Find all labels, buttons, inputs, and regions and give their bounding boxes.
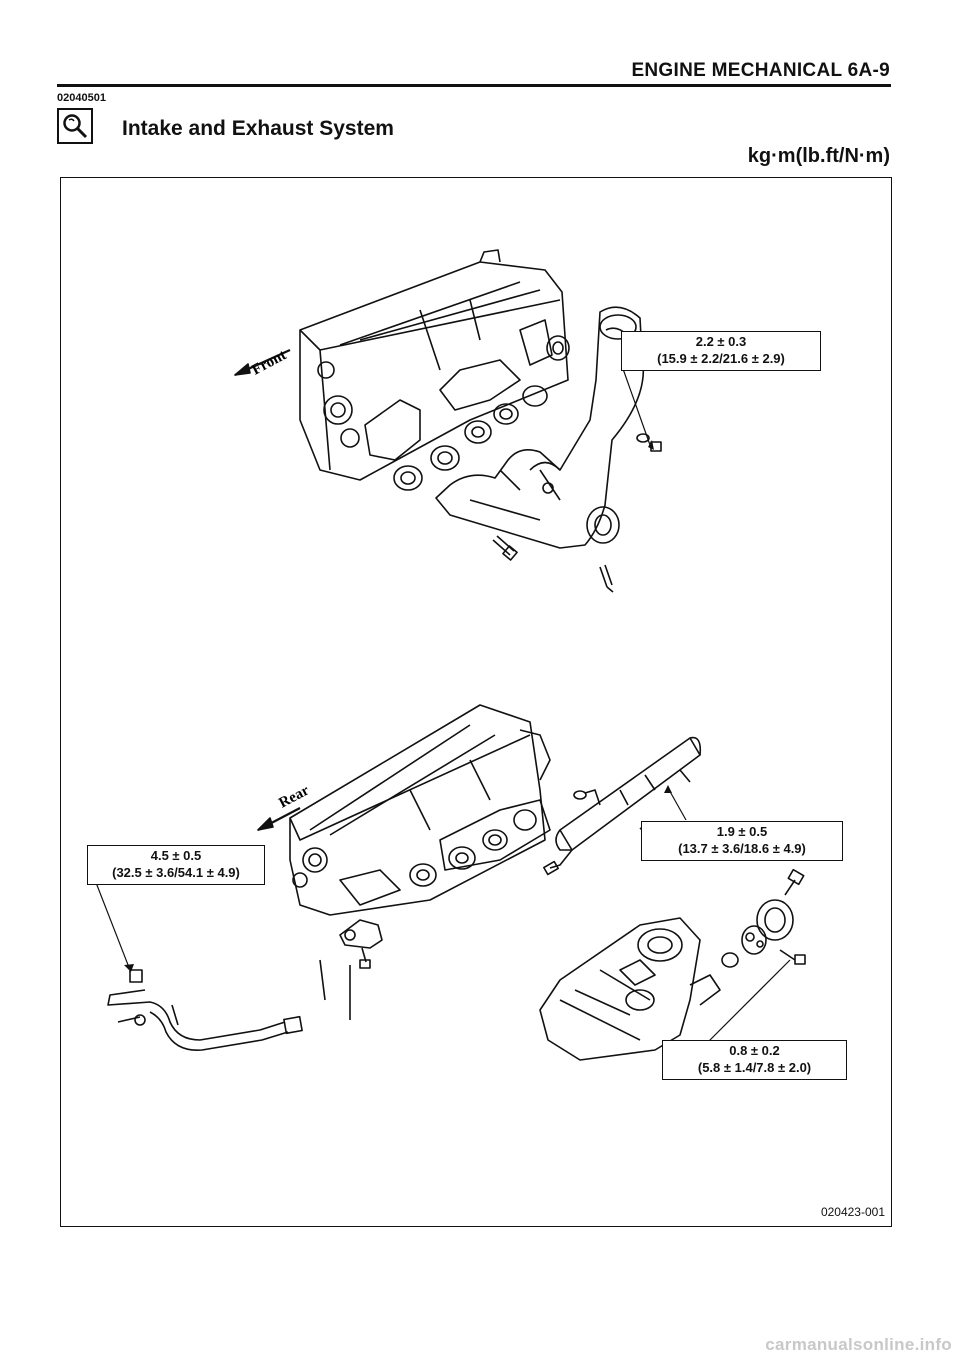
engine-illustration: Front xyxy=(94,249,806,1061)
page-header-title: ENGINE MECHANICAL 6A-9 xyxy=(631,60,890,81)
magnifier-inspection-icon xyxy=(57,108,93,144)
watermark: carmanualsonline.info xyxy=(765,1335,952,1354)
torque-units: kg·m(lb.ft/N·m) xyxy=(747,145,890,167)
egr-valve xyxy=(721,868,806,968)
section-code: 02040501 xyxy=(57,92,106,104)
torque-spec-value: 2.2 ± 0.3 xyxy=(695,334,747,349)
exhaust-bolts xyxy=(492,433,662,593)
torque-spec-exhaust-nut: 2.2 ± 0.3 (15.9 ± 2.2/21.6 ± 2.9) xyxy=(621,331,821,371)
leader-line-egr-valve xyxy=(699,959,791,1051)
exhaust-manifold xyxy=(435,306,645,549)
torque-spec-value: 0.8 ± 0.2 xyxy=(729,1043,780,1058)
leader-line-fuel-rail xyxy=(667,787,687,821)
header-rule xyxy=(57,84,891,87)
torque-spec-value: 1.9 ± 0.5 xyxy=(716,824,768,839)
torque-spec-detail: (5.8 ± 1.4/7.8 ± 2.0) xyxy=(697,1060,812,1075)
section-title: Intake and Exhaust System xyxy=(122,117,394,140)
torque-spec-detail: (32.5 ± 3.6/54.1 ± 4.9) xyxy=(112,865,240,880)
torque-spec-fuel-rail: 1.9 ± 0.5 (13.7 ± 3.6/18.6 ± 4.9) xyxy=(641,821,843,861)
front-direction-label: Front xyxy=(249,347,289,378)
illustration-frame xyxy=(60,177,892,1227)
intake-manifold xyxy=(539,917,721,1061)
torque-spec-water-pipe: 4.5 ± 0.5 (32.5 ± 3.6/54.1 ± 4.9) xyxy=(87,845,265,885)
water-pipe xyxy=(107,969,303,1051)
leader-line-water-pipe xyxy=(94,879,131,971)
torque-spec-value: 4.5 ± 0.5 xyxy=(150,848,202,863)
torque-spec-detail: (15.9 ± 2.2/21.6 ± 2.9) xyxy=(657,351,785,366)
torque-spec-detail: (13.7 ± 3.6/18.6 ± 4.9) xyxy=(678,841,806,856)
water-outlet-parts xyxy=(319,919,383,1020)
cylinder-head-lower xyxy=(289,704,551,916)
torque-spec-egr-valve: 0.8 ± 0.2 (5.8 ± 1.4/7.8 ± 2.0) xyxy=(662,1040,847,1080)
figure-number: 020423-001 xyxy=(820,1205,885,1219)
cylinder-head-upper xyxy=(299,249,570,491)
leader-line-exhaust-nut xyxy=(621,365,651,446)
